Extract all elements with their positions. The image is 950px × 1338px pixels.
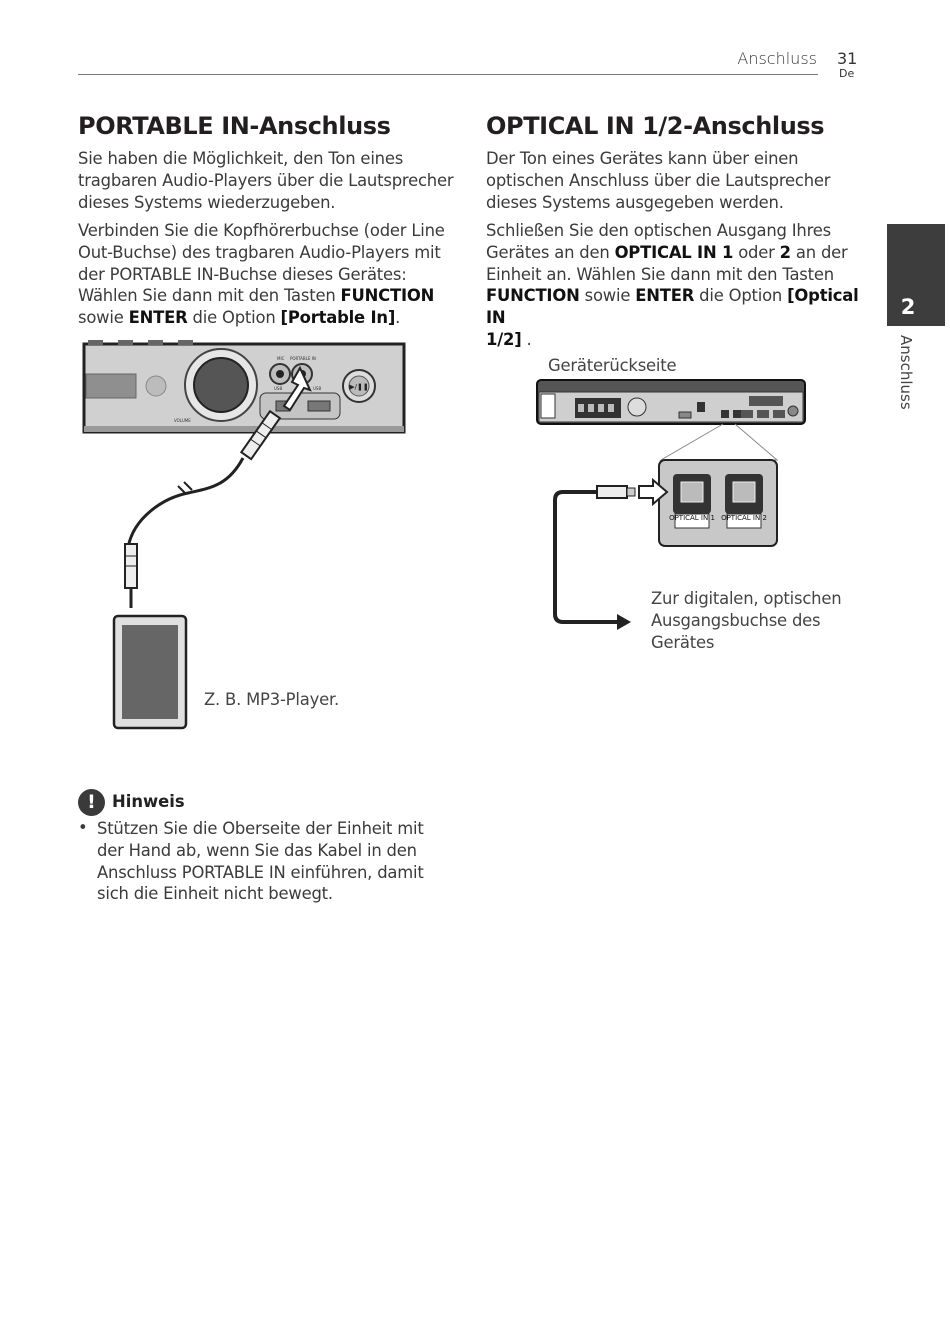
jack2-label: OPTICAL IN 2	[721, 514, 767, 522]
text-line: Einheit an. Wählen Sie dann mit den Tast…	[486, 264, 834, 284]
portable-connection-illustration: VOLUME MIC PORTABLE IN USB USB ▶/❚❚	[82, 340, 406, 730]
text-line: sich die Einheit nicht bewegt.	[97, 884, 333, 904]
text-line: der PORTABLE IN-Buchse dieses Gerätes:	[78, 264, 407, 284]
note-title: Hinweis	[112, 792, 185, 811]
optical-in-instructions: Schließen Sie den optischen Ausgang Ihre…	[486, 220, 866, 351]
unit-front-panel: VOLUME MIC PORTABLE IN USB USB ▶/❚❚	[82, 340, 406, 434]
text-line: Gerätes	[651, 632, 715, 652]
insert-arrow-right	[638, 477, 669, 507]
chapter-label-text: Anschluss	[897, 335, 915, 410]
text-line: sowie ENTER die Option [Portable In].	[78, 307, 458, 329]
mp3-player	[112, 614, 188, 730]
text-run: Gerätes an den	[486, 242, 615, 262]
portable-in-instructions: Verbinden Sie die Kopfhörerbuchse (oder …	[78, 220, 458, 329]
volume-label: VOLUME	[174, 418, 191, 423]
text-line: Schließen Sie den optischen Ausgang Ihre…	[486, 221, 831, 240]
text-run: sowie	[78, 308, 129, 328]
text-line: dieses Systems ausgegeben werden.	[486, 192, 784, 212]
text-line: Stützen Sie die Oberseite der Einheit mi…	[97, 819, 424, 838]
text-line: Der Ton eines Gerätes kann über einen	[486, 149, 799, 168]
usb2-label: USB	[313, 386, 321, 391]
text-line: optischen Anschluss über die Lautspreche…	[486, 170, 831, 190]
text-run: Wählen Sie dann mit den Tasten	[78, 286, 341, 306]
rear-panel-caption: Geräterückseite	[548, 356, 677, 375]
jack1-label: OPTICAL IN 1	[669, 514, 715, 522]
unit-rear-panel	[536, 379, 806, 425]
text-line: Sie haben die Möglichkeit, den Ton eines	[78, 149, 404, 168]
warning-icon: !	[78, 789, 105, 816]
page-number: 31	[837, 49, 858, 68]
portable-in-label: PORTABLE IN	[290, 356, 316, 361]
header-section-title: Anschluss	[737, 49, 817, 68]
audio-cable	[126, 457, 245, 549]
text-line: dieses Systems wiederzugeben.	[78, 192, 336, 212]
text-line: Anschluss PORTABLE IN einführen, damit	[97, 862, 424, 882]
destination-caption: Zur digitalen, optischen Ausgangsbuchse …	[651, 588, 842, 653]
text-line: Zur digitalen, optischen	[651, 589, 842, 608]
enter-key-label: ENTER	[635, 286, 695, 306]
text-line: Gerätes an den OPTICAL IN 1 oder 2 an de…	[486, 242, 866, 264]
text-line: Wählen Sie dann mit den Tasten FUNCTION	[78, 285, 458, 307]
audio-plug-top	[239, 409, 282, 461]
enter-key-label: ENTER	[128, 308, 188, 328]
text-line: tragbaren Audio-Players über die Lautspr…	[78, 170, 454, 190]
audio-plug-bottom	[124, 543, 138, 608]
text-line: Out-Buchse) des tragbaren Audio-Players …	[78, 242, 441, 262]
text-run: die Option	[187, 308, 281, 328]
text-line: Ausgangsbuchse des	[651, 610, 821, 630]
option-optical-in-cont: 1/2]	[486, 329, 522, 349]
optical-jacks-closeup: OPTICAL IN 1 OPTICAL IN 2	[658, 459, 778, 547]
text-line: Verbinden Sie die Kopfhörerbuchse (oder …	[78, 221, 445, 240]
portable-in-intro: Sie haben die Möglichkeit, den Ton eines…	[78, 148, 458, 213]
portable-in-title: PORTABLE IN-Anschluss	[78, 112, 391, 140]
optical-connection-illustration: OPTICAL IN 1 OPTICAL IN 2	[536, 379, 806, 630]
header-rule	[78, 74, 818, 75]
option-portable-in: [Portable In]	[280, 308, 396, 328]
option-optical-in: [Optical IN	[486, 286, 859, 328]
text-line: der Hand ab, wenn Sie das Kabel in den	[97, 840, 417, 860]
mp3-caption: Z. B. MP3-Player.	[204, 690, 339, 709]
optical-in-2-label: 2	[779, 242, 791, 262]
optical-in-title: OPTICAL IN 1/2-Anschluss	[486, 112, 825, 140]
optical-in-1-label: OPTICAL IN 1	[614, 242, 734, 262]
zoom-lines	[659, 423, 779, 461]
text-run: sowie	[579, 286, 636, 306]
optical-in-intro: Der Ton eines Gerätes kann über einen op…	[486, 148, 866, 213]
function-key-label: FUNCTION	[486, 286, 580, 306]
cable-arrow-head	[617, 614, 631, 630]
chapter-number: 2	[900, 295, 916, 319]
text-line: FUNCTION sowie ENTER die Option [Optical…	[486, 285, 866, 329]
optical-cable	[553, 490, 619, 624]
note-text: Stützen Sie die Oberseite der Einheit mi…	[97, 818, 442, 905]
text-run: .	[395, 308, 401, 328]
text-run: oder	[733, 242, 780, 262]
text-run: an der	[790, 242, 848, 262]
language-code: De	[839, 67, 855, 80]
mic-label: MIC	[277, 356, 285, 361]
chapter-tab	[887, 224, 945, 326]
text-run: .	[521, 329, 532, 349]
text-run: die Option	[694, 286, 788, 306]
function-key-label: FUNCTION	[340, 286, 435, 306]
optical-plug	[596, 485, 636, 499]
cable-break	[177, 481, 193, 495]
svg-text:▶/❚❚: ▶/❚❚	[349, 383, 368, 391]
text-line: 1/2] .	[486, 329, 866, 351]
note-bullet: •	[78, 818, 88, 837]
usb1-label: USB	[274, 386, 282, 391]
insert-arrow	[282, 365, 312, 412]
chapter-label: Anschluss	[893, 335, 915, 415]
